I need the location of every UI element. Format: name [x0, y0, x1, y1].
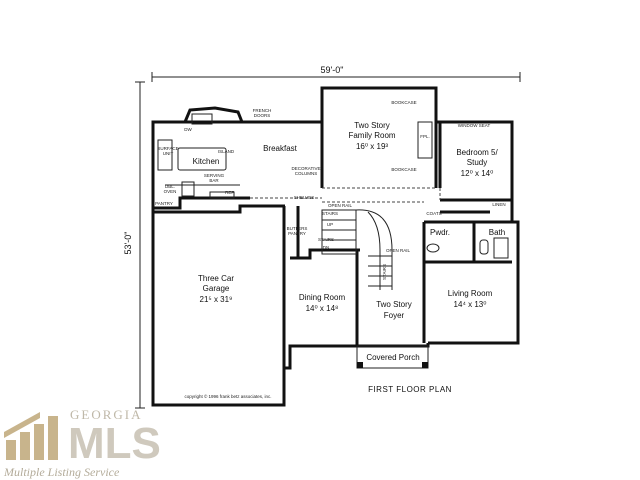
dashed-openings: [250, 187, 441, 203]
kitchen-name: Kitchen: [193, 157, 220, 166]
bath-name: Bath: [489, 228, 505, 237]
powder-name: Pwdr.: [430, 228, 450, 237]
porch-name: Covered Porch: [366, 353, 419, 362]
note-columns-2: COLUMNS: [295, 171, 318, 176]
note-butlers-1: BUTLERS: [287, 226, 308, 231]
note-surface-2: UNIT: [163, 151, 174, 156]
garage-name-1: Three Car: [198, 274, 234, 283]
note-dbl-oven-1: DBL.: [165, 184, 175, 189]
family-room-name-2: Family Room: [348, 131, 395, 140]
note-fpl: FPL.: [420, 134, 430, 139]
note-serving-1: SERVING: [204, 173, 225, 178]
note-open-rail-1: OPEN RAIL: [328, 203, 353, 208]
note-pantry: PANTRY: [155, 201, 173, 206]
room-labels: Two Story Family Room 16⁰ x 19³ Breakfas…: [193, 121, 506, 362]
overall-width-dimension: 59'-0": [151, 63, 521, 82]
note-surface-1: SURFACE: [157, 146, 178, 151]
overall-depth-label: 53'-0": [123, 232, 133, 255]
bedroom-dims: 12⁰ x 14⁰: [461, 169, 494, 178]
garage-dims: 21⁵ x 31⁹: [200, 295, 233, 304]
note-butlers-2: PANTRY: [288, 231, 306, 236]
bedroom-name-2: Study: [467, 158, 487, 167]
living-room-name: Living Room: [448, 289, 493, 298]
note-dbl-oven-2: OVEN: [164, 189, 177, 194]
covered-porch: [356, 345, 429, 369]
plan-title: FIRST FLOOR PLAN: [368, 385, 452, 394]
garage-name-2: Garage: [203, 284, 230, 293]
family-room-dims: 16⁰ x 19³: [356, 142, 388, 151]
watermark-line1: GEORGIA: [70, 407, 143, 422]
note-french-2: DOORS: [254, 113, 271, 118]
note-french-1: FRENCH: [253, 108, 272, 113]
note-dn: DN: [323, 245, 330, 250]
note-serving-2: BAR: [209, 178, 219, 183]
exterior-walls: [151, 86, 520, 407]
bedroom-name-1: Bedroom 5/: [456, 148, 498, 157]
note-stairs-main: STAIRS: [382, 264, 387, 280]
note-dw: DW: [184, 127, 192, 132]
note-window-seat: WINDOW SEAT: [458, 123, 491, 128]
foyer-name-1: Two Story: [376, 300, 412, 309]
living-room-dims: 14⁴ x 13⁰: [454, 300, 487, 309]
overall-depth-dimension: 53'-0": [120, 81, 145, 409]
note-ref: REF.: [225, 190, 235, 195]
watermark-line2: MLS: [68, 419, 161, 468]
note-stairs-dn: STAIRS: [318, 237, 334, 242]
note-coats: COATS: [426, 211, 441, 216]
dining-room-dims: 14⁰ x 14⁸: [306, 304, 339, 313]
note-shelves: SHELVES: [294, 195, 314, 200]
kitchen-fixtures: [157, 113, 235, 199]
bath-fixtures: [426, 237, 509, 259]
note-open-rail-2: OPEN RAIL: [386, 248, 411, 253]
note-island: ISLAND: [218, 149, 235, 154]
copyright-note: copyright © 1996 frank betz associates, …: [184, 393, 271, 399]
family-room-name-1: Two Story: [354, 121, 390, 130]
note-bookcase-top: BOOKCASE: [391, 100, 416, 105]
note-up: UP: [327, 222, 333, 227]
overall-width-label: 59'-0": [321, 65, 344, 75]
note-columns-1: DECORATIVE: [292, 166, 321, 171]
note-bookcase-bottom: BOOKCASE: [391, 167, 416, 172]
dining-room-name: Dining Room: [299, 293, 346, 302]
georgia-mls-logo: [2, 410, 66, 460]
note-stairs-up: STAIRS: [322, 211, 338, 216]
breakfast-name: Breakfast: [263, 144, 298, 153]
foyer-name-2: Foyer: [384, 311, 405, 320]
annotations: FRENCH DOORS BOOKCASE BOOKCASE FPL. WIND…: [155, 100, 506, 280]
note-linen: LINEN: [492, 202, 505, 207]
watermark-line3: Multiple Listing Service: [3, 465, 120, 479]
